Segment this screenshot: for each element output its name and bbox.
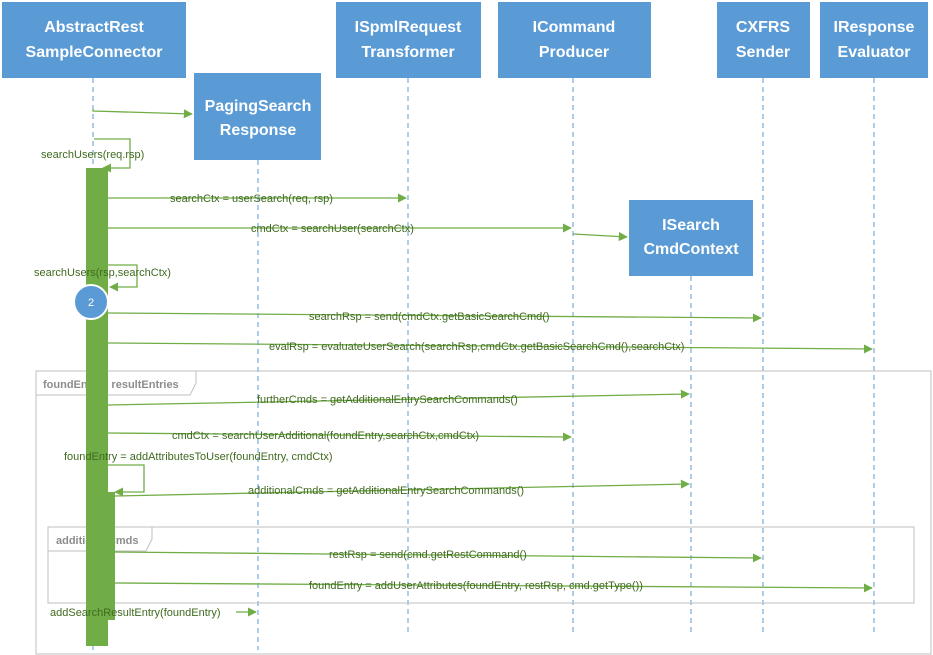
participant-icommand-producer: ICommand Producer [498,2,651,78]
create-paging-search-response-arrow [92,109,193,119]
activation-bars [86,168,115,646]
svg-text:Evaluator: Evaluator [838,44,911,61]
message-search-user: cmdCtx = searchUser(searchCtx) [251,223,414,235]
self-call-add-attributes-arrow [108,464,145,497]
svg-text:ISearch: ISearch [662,217,720,234]
evaluate-user-search-arrow [107,342,873,354]
self-call-search-users-arrow [94,138,131,173]
message-search-users: searchUsers(req.rsp) [41,149,144,161]
further-cmds-arrow [107,389,690,406]
svg-text:AbstractRest: AbstractRest [44,19,144,36]
message-further-cmds: furtherCmds = getAdditionalEntrySearchCo… [257,394,518,406]
participant-ispml-request-transformer: ISpmlRequest Transformer [336,2,481,78]
svg-text:Producer: Producer [539,44,609,61]
additional-cmds-arrow [114,479,690,497]
participant-cxfrs-sender: CXFRS Sender [717,2,810,78]
message-user-search: searchCtx = userSearch(req, rsp) [170,193,333,205]
loop-frame-found-entry: foundEntry : resultEntries [35,370,932,655]
svg-text:Response: Response [220,122,297,139]
participant-paging-search-response: PagingSearch Response [194,73,321,160]
search-user-additional-arrow [107,432,572,442]
activation-bar-found-entry [104,492,115,620]
svg-text:ICommand: ICommand [533,19,616,36]
lifelines [92,78,875,650]
participant-isearch-cmd-context: ISearch CmdContext [629,200,753,276]
self-call-search-users-ctx-arrow [108,264,138,292]
loop-frame-label: foundEntry : resultEntries [43,379,179,391]
message-additional-cmds: additionalCmds = getAdditionalEntrySearc… [248,485,524,497]
message-search-users-ctx: searchUsers(rsp,searchCtx) [34,267,171,279]
step-number-badge: 2 [73,284,109,320]
activation-bar-nested [95,287,108,449]
add-user-attributes-arrow [114,582,873,593]
message-send-basic-search: searchRsp = send(cmdCtx.getBasicSearchCm… [309,311,550,323]
svg-text:CmdContext: CmdContext [643,241,739,258]
message-search-user-additional: cmdCtx = searchUserAdditional(foundEntry… [172,430,479,442]
participant-iresponse-evaluator: IResponse Evaluator [820,2,928,78]
svg-text:CXFRS: CXFRS [736,19,791,36]
participant-abstract-rest-sample-connector: AbstractRest SampleConnector [2,2,186,78]
svg-text:Transformer: Transformer [361,44,454,61]
message-add-attributes: foundEntry = addAttributesToUser(foundEn… [64,451,333,463]
messages: searchUsers(req.rsp) searchCtx = userSea… [34,109,873,619]
message-evaluate-user-search: evalRsp = evaluateUserSearch(searchRsp,c… [269,341,684,353]
svg-text:IResponse: IResponse [834,19,915,36]
create-isearch-cmd-context-arrow [572,232,628,242]
send-rest-command-arrow [114,551,762,563]
svg-text:SampleConnector: SampleConnector [26,44,163,61]
send-basic-search-arrow [107,312,762,323]
svg-text:Sender: Sender [736,44,790,61]
message-send-rest-command: restRsp = send(cmd.getRestCommand() [329,549,527,561]
svg-text:ISpmlRequest: ISpmlRequest [355,19,462,36]
message-add-user-attributes: foundEntry = addUserAttributes(foundEntr… [309,580,643,592]
message-add-search-result-entry: addSearchResultEntry(foundEntry) [50,607,221,619]
svg-text:2: 2 [88,297,94,309]
svg-text:PagingSearch: PagingSearch [205,98,312,115]
